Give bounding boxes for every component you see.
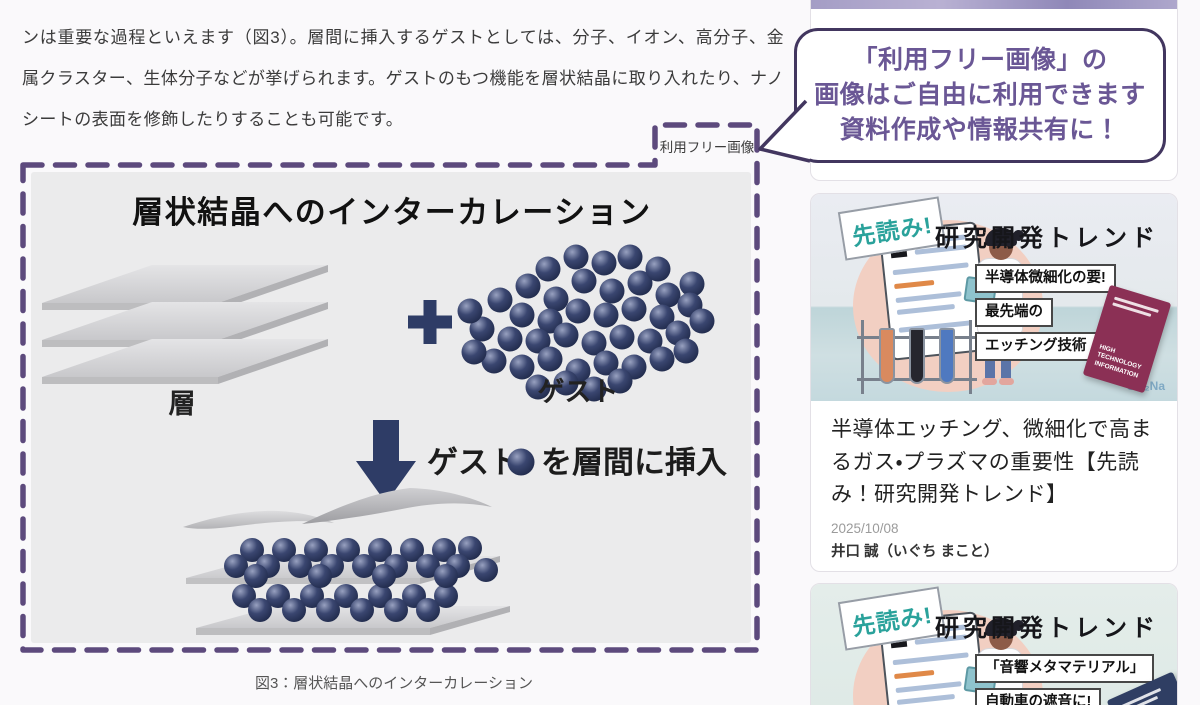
callout-line-2: 画像はご自由に利用できます — [814, 81, 1146, 109]
topic-tag-2: 自動車の遮音に! — [975, 688, 1102, 705]
insert-text-before: ゲスト — [427, 445, 520, 480]
partial-card-image — [811, 0, 1177, 9]
card-title-link[interactable]: 半導体エッチング、微細化で高まるガス・プラズマの重要性【先読み！研究開発トレンド… — [831, 418, 1153, 507]
topic-tag-1: 「音響メタマテリアル」 — [975, 654, 1155, 684]
callout-tail — [758, 99, 811, 163]
guest-sphere-inline-icon — [507, 448, 535, 476]
callout-line-3: 資料作成や情報共有に！ — [839, 116, 1121, 144]
insert-text-after: を層間に挿入 — [541, 445, 727, 480]
callout-line-1: 「利用フリー画像」の — [852, 46, 1108, 74]
card-date: 2025/10/08 — [831, 520, 899, 536]
article-paragraph: ンは重要な過程といえます（図3）。層間に挿入するゲストとしては、分子、イオン、高… — [22, 28, 784, 129]
free-image-callout-bubble: 「利用フリー画像」の 画像はご自由に利用できます 資料作成や情報共有に！ — [758, 28, 1166, 163]
test-tube-rack-illustration — [857, 320, 979, 396]
series-heading: 研究開発トレンド — [935, 225, 1159, 252]
sidebar-card-semiconductor[interactable]: 先読み! 研究開発トレンド 半導体微細化の要! 最先端の エッチング技術 ⬡⬡ … — [810, 193, 1178, 572]
figure-caption: 図3：層状結晶へのインターカレーション — [255, 675, 533, 692]
layer-label: 層 — [169, 389, 196, 419]
guest-sphere-cluster — [457, 244, 715, 402]
card-author: 井口 誠（いぐち まこと） — [831, 543, 999, 560]
topic-tag-2: 最先端の — [975, 298, 1053, 328]
figure-title: 層状結晶へのインターカレーション — [132, 195, 651, 230]
guest-label: ゲスト — [538, 377, 619, 407]
sidebar-card-metamaterial[interactable]: 先読み! 研究開発トレンド 「音響メタマテリアル」 自動車の遮音に! — [810, 583, 1178, 705]
free-image-label: 利用フリー画像 — [660, 140, 755, 155]
series-heading: 研究開発トレンド — [935, 615, 1159, 642]
card-thumbnail: 先読み! 研究開発トレンド 半導体微細化の要! 最先端の エッチング技術 ⬡⬡ … — [811, 194, 1177, 401]
down-arrow-icon — [356, 420, 416, 503]
topic-tag-1: 半導体微細化の要! — [975, 264, 1116, 294]
layer-stack-graphic — [42, 265, 328, 384]
book-caption: HIGH TECHNOLOGY INFORMATION — [1093, 343, 1142, 380]
plus-icon — [408, 300, 452, 344]
card-thumbnail: 先読み! 研究開発トレンド 「音響メタマテリアル」 自動車の遮音に! — [811, 584, 1177, 705]
free-image-dashed-border — [20, 122, 760, 653]
topic-tag-3: エッチング技術 — [975, 332, 1097, 362]
intercalated-structure-graphic — [183, 488, 510, 635]
report-book-illustration: HIGH TECHNOLOGY INFORMATION — [1082, 284, 1172, 394]
